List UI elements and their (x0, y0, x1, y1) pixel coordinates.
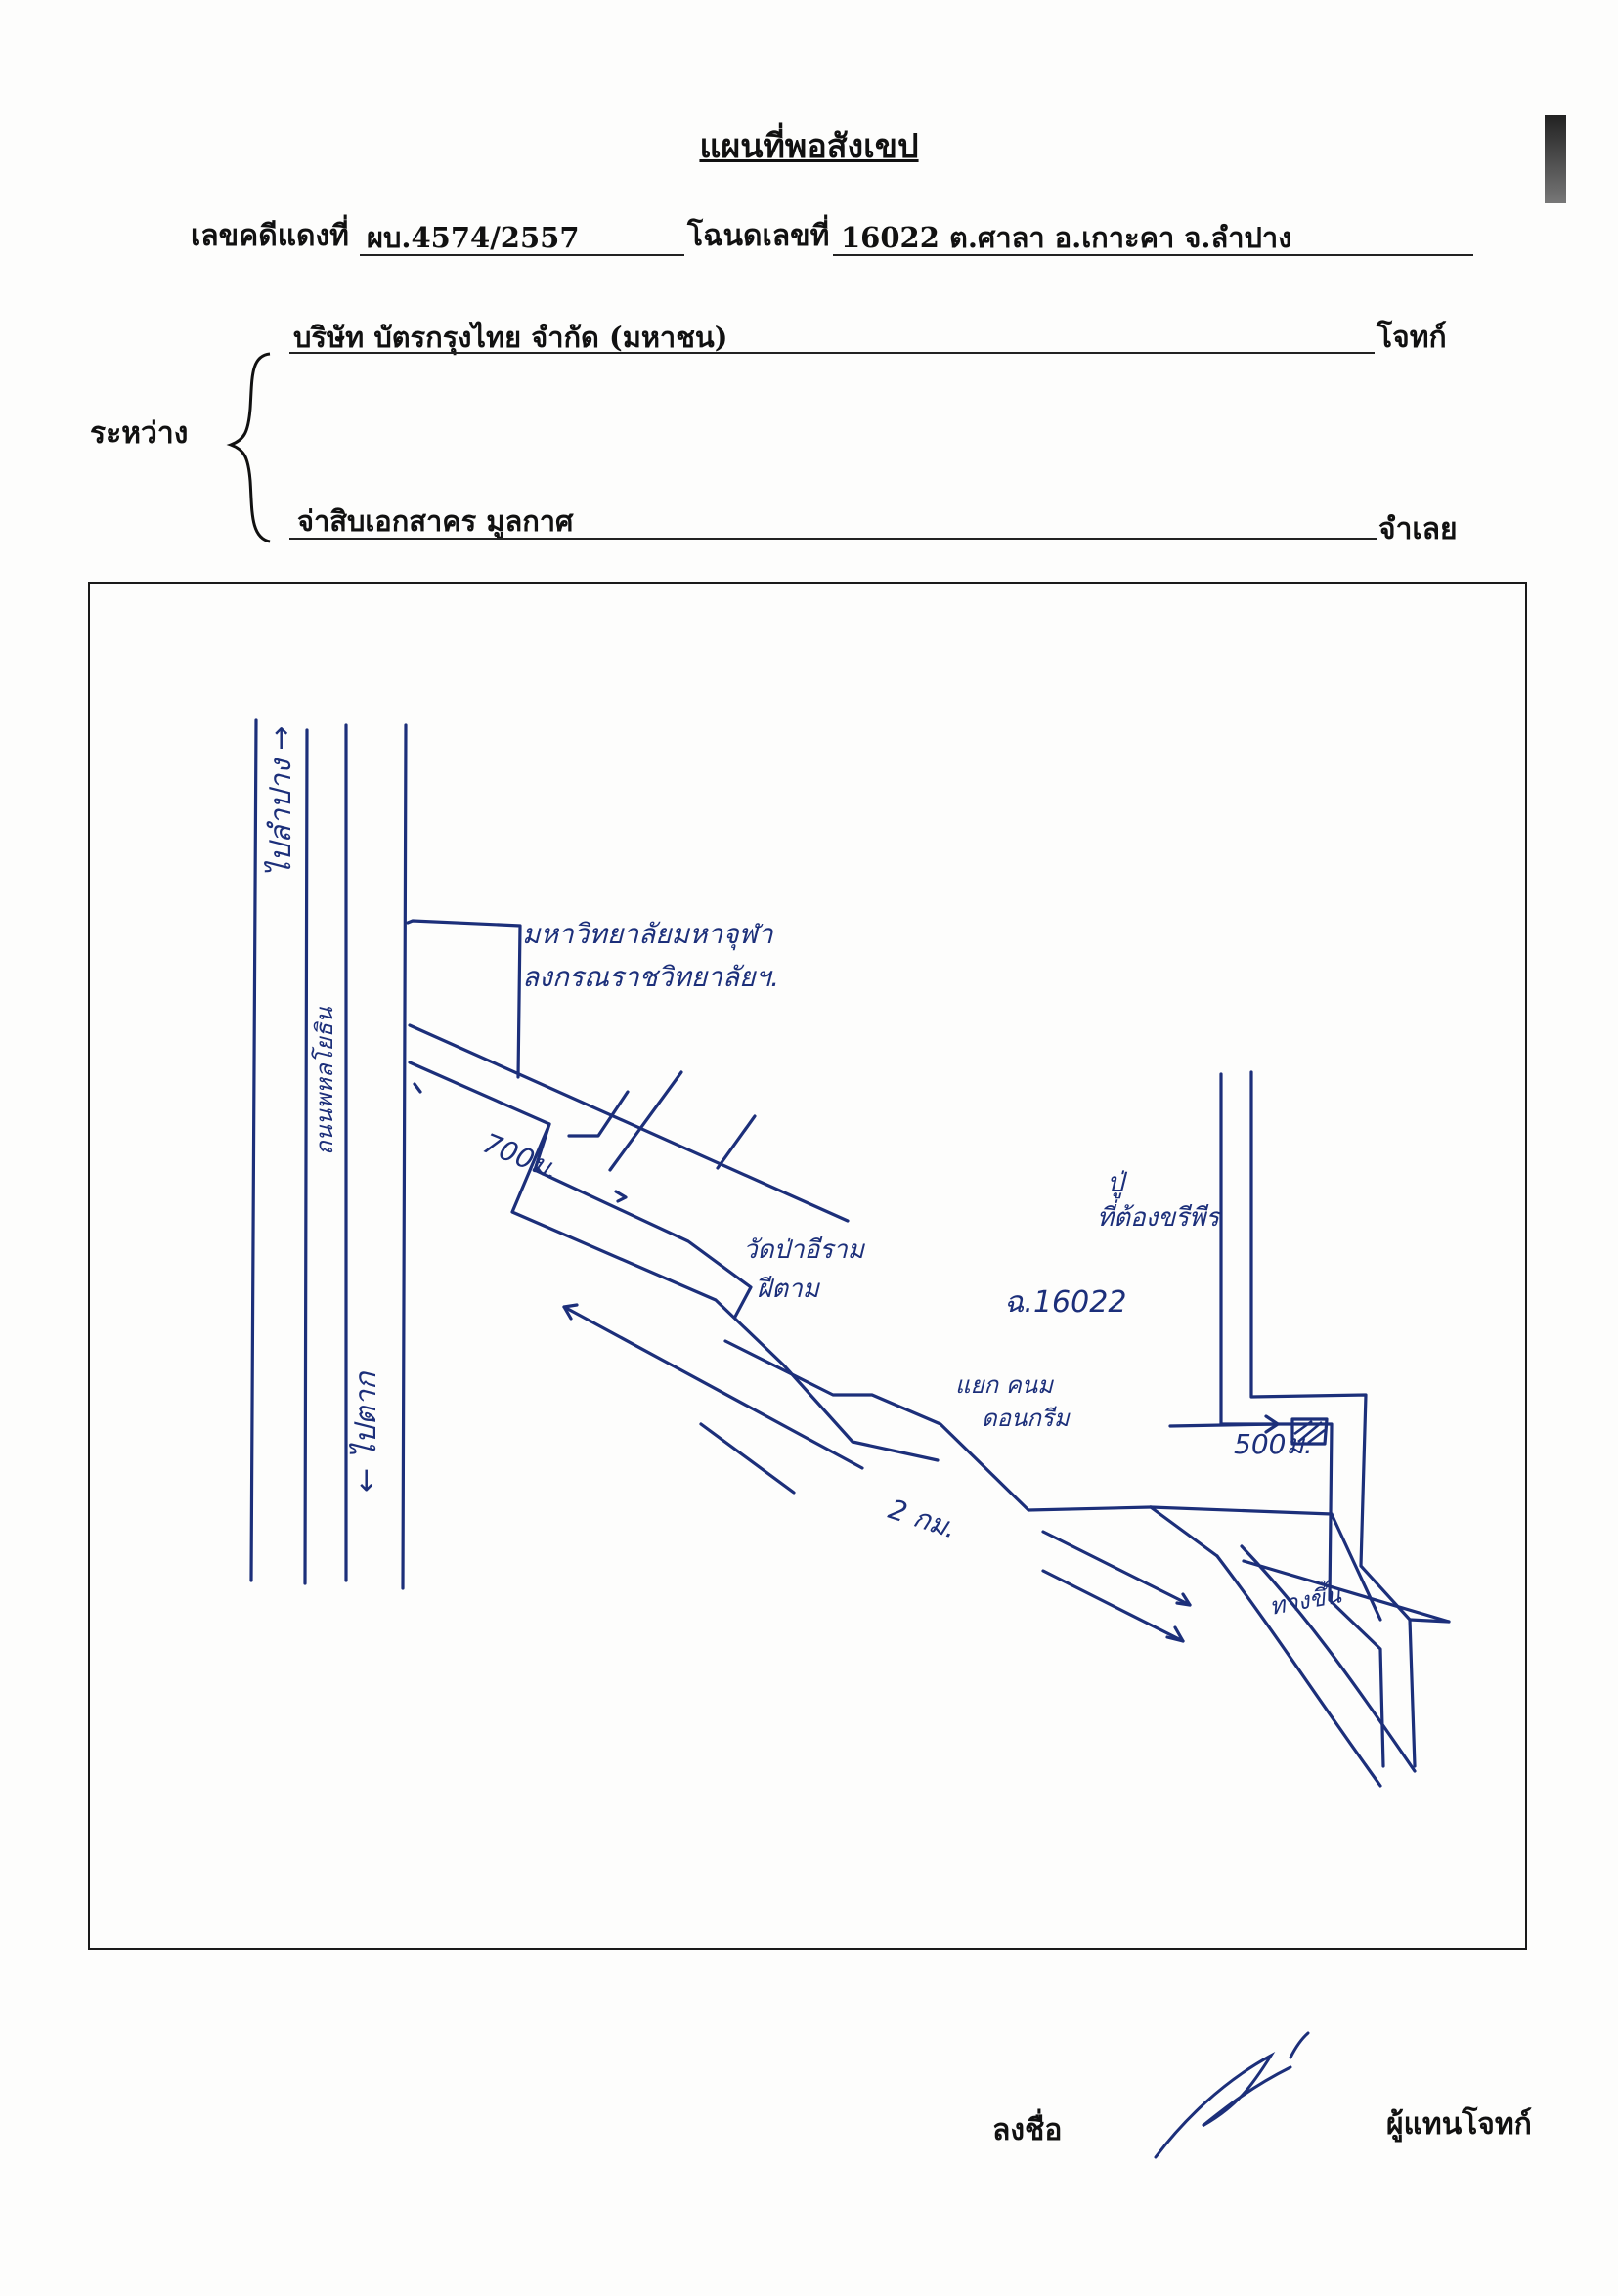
arrow-700m-start (413, 1082, 422, 1094)
arrow-700m-end (614, 1190, 628, 1203)
road-upper-edge (408, 1023, 850, 1223)
case-number-label: เลขคดีแดงที่ (191, 219, 349, 253)
label-temple-2: ฝีตาม (757, 1275, 821, 1304)
right-road-inner (1249, 1070, 1417, 1768)
sign-label: ลงชื่อ (992, 2113, 1063, 2147)
label-highway: ถนนพหลโยธิน (311, 1007, 338, 1155)
label-junction-1: แยก คนม (955, 1371, 1054, 1399)
road-to-junction (723, 1339, 1153, 1512)
temple-plot (533, 1122, 753, 1319)
arrow-to-deed (1041, 1530, 1192, 1607)
plaintiff-name: บริษัท บัตรกรุงไทย จำกัด (มหาชน) (293, 321, 728, 354)
cross-road-1 (608, 1070, 683, 1172)
inner-road-mark (699, 1422, 796, 1495)
label-to-tak: ← ไปตาก (349, 1370, 383, 1493)
curve-road-1 (1215, 1554, 1382, 1788)
cross-road-2 (716, 1114, 757, 1170)
label-to-lampang: ไปลำปาง → (264, 725, 298, 877)
arrow-2km (562, 1305, 864, 1470)
scan-artifact (1545, 115, 1566, 203)
right-road-outer (1219, 1072, 1385, 1768)
university-plot (406, 919, 522, 1079)
junction-road-lower (1242, 1559, 1451, 1624)
defendant-underline (289, 538, 1377, 540)
label-deed-mark: ฉ.16022 (1004, 1285, 1126, 1320)
label-university-1: มหาวิทยาลัยมหาจุฬา (522, 918, 774, 951)
label-700m: 700ม. (478, 1127, 563, 1187)
map-frame: ไปลำปาง → ถนนพหลโยธิน ← ไปตาก มหาวิทยาลั… (88, 582, 1527, 1950)
junction-road-top (1149, 1505, 1334, 1516)
sketch-map: ไปลำปาง → ถนนพหลโยธิน ← ไปตาก มหาวิทยาลั… (249, 718, 1451, 1788)
deed-number-underline (833, 254, 1473, 256)
label-junction-2: ดอนกรีม (982, 1405, 1071, 1432)
label-temple-1: วัดป่าอีราม (743, 1235, 866, 1265)
page-title: แผนที่พอสังเขป (699, 127, 919, 166)
deed-number-value: 16022 ต.ศาลา อ.เกาะคา จ.ลำปาง (841, 221, 1292, 254)
label-2km: 2 กม. (885, 1493, 961, 1544)
signature-mark (1154, 2031, 1310, 2159)
highway-line-4 (401, 723, 408, 1590)
deed-pointer-arrow (1168, 1422, 1280, 1428)
label-stop: ทางขึ้น (1266, 1577, 1343, 1620)
deed-plot-box (1290, 1417, 1329, 1446)
between-label: ระหว่าง (90, 416, 189, 451)
label-university-2: ลงกรณราชวิทยาลัยฯ. (522, 961, 779, 993)
case-number-underline (360, 254, 684, 256)
label-500m: 500ม. (1234, 1428, 1313, 1460)
arrow-to-junction (1041, 1569, 1185, 1643)
plaintiff-underline (289, 352, 1375, 354)
defendant-label: จำเลย (1378, 512, 1458, 546)
representative-label: ผู้แทนโจทก์ (1386, 2107, 1532, 2142)
defendant-name: จ่าสิบเอกสาคร มูลกาศ (297, 504, 574, 538)
deed-number-label: โฉนดเลขที่ (687, 219, 830, 253)
highway-line-1 (249, 718, 258, 1582)
highway-line-2 (303, 728, 309, 1585)
plaintiff-label: โจทก์ (1377, 321, 1447, 355)
road-branch-top (567, 1090, 630, 1138)
curve-road-2 (1240, 1544, 1417, 1773)
deed-plot-hatch (1293, 1419, 1326, 1444)
label-owner-1: ปู่ (1107, 1166, 1128, 1199)
party-brace (226, 352, 271, 543)
label-owner-2: ที่ต้องขรีพีร (1097, 1199, 1222, 1233)
case-number-value: ผบ.4574/2557 (367, 221, 580, 254)
